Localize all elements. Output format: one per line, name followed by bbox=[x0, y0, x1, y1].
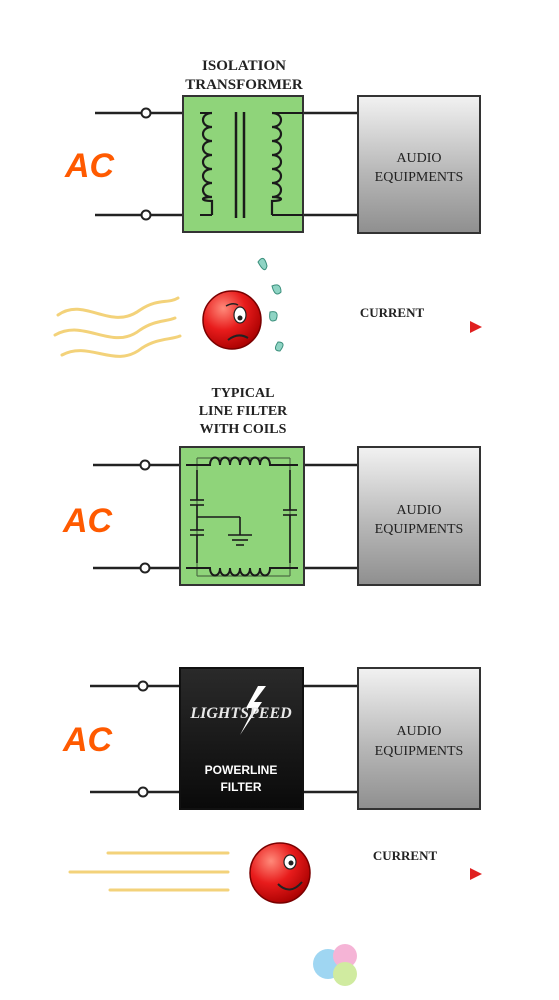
terminal-node bbox=[139, 562, 151, 574]
current-label: CURRENT bbox=[373, 848, 438, 863]
audio-equipment-label-line1: AUDIO bbox=[396, 724, 441, 739]
audio-equipment-label-line2: EQUIPMENTS bbox=[375, 744, 464, 759]
line-filter-box bbox=[179, 446, 305, 586]
lightning-bolt-icon bbox=[240, 686, 266, 735]
current-arrow-head bbox=[470, 868, 482, 880]
current-label: CURRENT bbox=[360, 305, 425, 320]
noisy-current-row: CURRENT bbox=[53, 257, 482, 358]
audio-equipment-box bbox=[357, 446, 481, 586]
isolation-transformer-section: ISOLATION TRANSFORMER AC AUDIO EQUIPMENT… bbox=[64, 58, 481, 234]
powerline-filter-section: LIGHTSPEED POWERLINE FILTER AC AUDIO EQU… bbox=[62, 667, 481, 810]
watermark-logo bbox=[313, 944, 357, 986]
current-arrow-head bbox=[470, 321, 482, 333]
terminal-node bbox=[139, 459, 151, 471]
audio-equipment-label-line2: EQUIPMENTS bbox=[375, 522, 464, 537]
line-filter-title-line2: LINE FILTER bbox=[199, 404, 288, 419]
clean-current-row: CURRENT bbox=[68, 842, 482, 904]
audio-equipment-label-line2: EQUIPMENTS bbox=[375, 170, 464, 185]
ac-label: AC bbox=[62, 502, 113, 540]
bottom-choke-coil bbox=[186, 567, 298, 577]
lightspeed-logo: LIGHTSPEED bbox=[189, 705, 292, 722]
terminal-node bbox=[137, 786, 149, 798]
line-filter-section: TYPICAL LINE FILTER WITH COILS bbox=[62, 386, 481, 586]
line-filter-title-line3: WITH COILS bbox=[200, 422, 287, 437]
powerline-filter-box bbox=[179, 667, 304, 810]
capacitor-right bbox=[283, 470, 297, 563]
audio-equipment-label-line1: AUDIO bbox=[396, 503, 441, 518]
isolation-title-line1: ISOLATION bbox=[202, 58, 286, 74]
terminal-node bbox=[140, 209, 152, 221]
powerline-filter-label-line1: POWERLINE bbox=[205, 763, 278, 777]
happy-face-icon bbox=[249, 842, 311, 904]
audio-equipment-label-line1: AUDIO bbox=[396, 151, 441, 166]
line-filter-title-line1: TYPICAL bbox=[211, 386, 274, 401]
ac-label: AC bbox=[62, 721, 113, 759]
ac-label: AC bbox=[64, 147, 115, 185]
top-choke-coil bbox=[186, 456, 298, 466]
ground-icon bbox=[197, 516, 252, 546]
noise-waves bbox=[53, 296, 182, 358]
sweat-drops-icon bbox=[257, 257, 284, 352]
secondary-coil bbox=[270, 111, 283, 215]
capacitor-left bbox=[190, 470, 204, 563]
sad-face-icon bbox=[202, 290, 262, 350]
primary-coil bbox=[201, 111, 214, 215]
audio-equipment-box bbox=[357, 95, 481, 234]
terminal-node bbox=[137, 680, 149, 692]
audio-equipment-box bbox=[357, 667, 481, 810]
powerline-filter-label-line2: FILTER bbox=[220, 780, 261, 794]
clean-signal-lines bbox=[68, 851, 230, 892]
terminal-node bbox=[140, 107, 152, 119]
isolation-title-line2: TRANSFORMER bbox=[185, 77, 303, 93]
